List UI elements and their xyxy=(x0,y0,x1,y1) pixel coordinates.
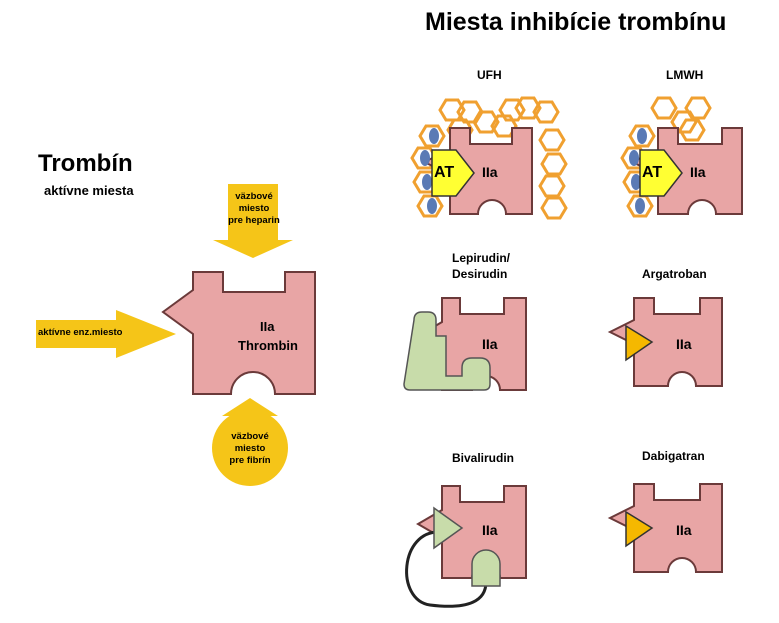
big-thrombin xyxy=(161,271,316,395)
bivalirudin-enzyme-label: IIa xyxy=(482,522,498,538)
fibrin-site-label: väzbové miesto pre fibrín xyxy=(229,431,271,466)
panel-dabigatran-label: Dabigatran xyxy=(642,449,705,463)
panel-lmwh-label: LMWH xyxy=(666,68,704,82)
dabigatran-enzyme-label: IIa xyxy=(676,522,692,538)
fibrin-site-arrow xyxy=(212,398,288,486)
panel-ufh xyxy=(410,96,568,220)
diagram-title: Miesta inhibície trombínu xyxy=(425,8,727,36)
lmwh-at-label: AT xyxy=(642,164,663,181)
thrombin-heading: Trombín xyxy=(38,150,133,177)
big-enzyme-name: Thrombin xyxy=(238,338,298,353)
panel-argatroban-label: Argatroban xyxy=(642,267,707,281)
heparin-site-arrow xyxy=(213,184,293,258)
panel-lepirudin xyxy=(403,297,527,391)
panel-ufh-label: UFH xyxy=(477,68,502,82)
lepirudin-enzyme-label: IIa xyxy=(482,336,498,352)
active-site-arrow xyxy=(36,310,176,358)
panel-lepirudin-label: Lepirudin/ Desirudin xyxy=(452,251,510,281)
panel-bivalirudin-label: Bivalirudin xyxy=(452,451,515,465)
argatroban-enzyme-label: IIa xyxy=(676,336,692,352)
panel-argatroban xyxy=(607,297,723,387)
active-site-label: aktívne enz.miesto xyxy=(38,327,123,338)
ufh-at-label: AT xyxy=(434,164,455,181)
thrombin-subheading: aktívne miesta xyxy=(44,183,134,198)
panel-bivalirudin xyxy=(405,485,527,608)
big-enzyme-label: IIa xyxy=(260,319,275,334)
ufh-enzyme-label: IIa xyxy=(482,164,498,180)
heparin-site-label: väzbové miesto pre heparin xyxy=(228,191,280,226)
panel-dabigatran xyxy=(607,483,723,573)
lmwh-enzyme-label: IIa xyxy=(690,164,706,180)
panel-lmwh xyxy=(620,96,743,218)
